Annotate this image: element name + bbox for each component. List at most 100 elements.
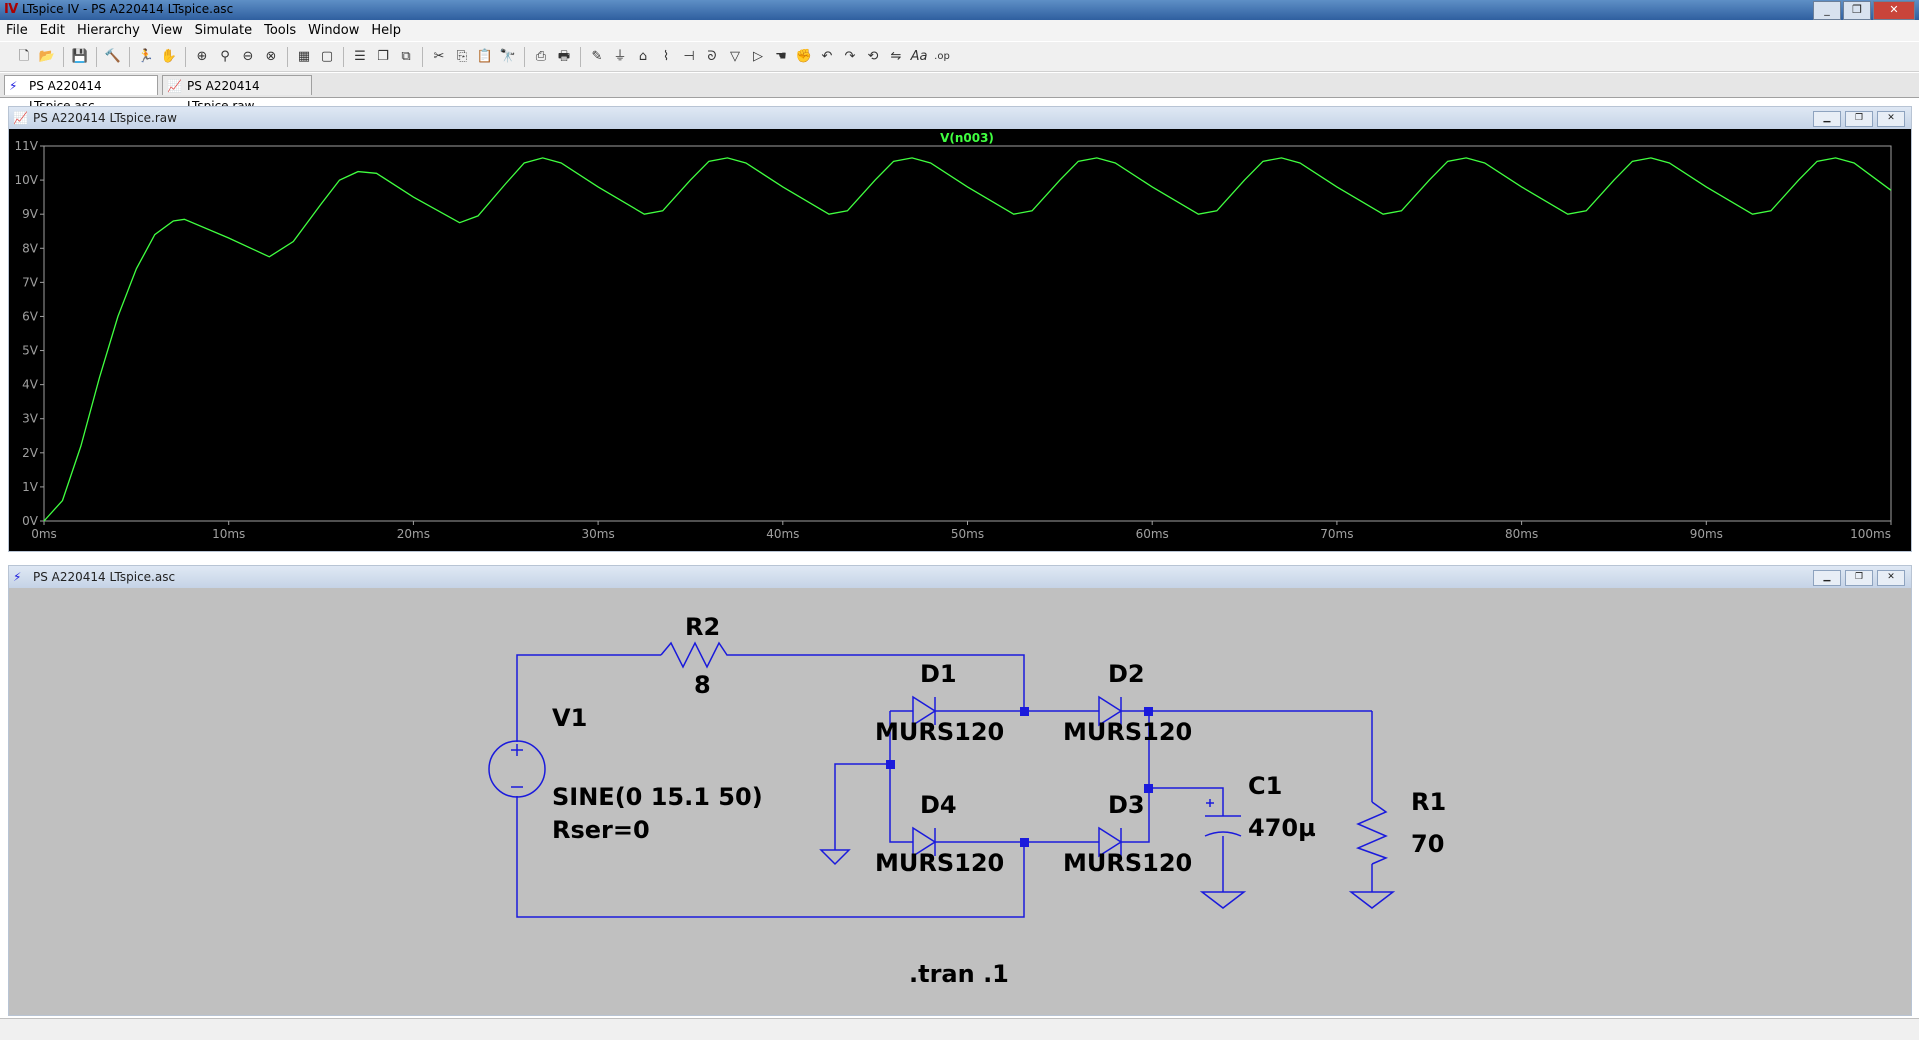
redo-icon[interactable]: ↷ — [844, 48, 856, 64]
undo-icon[interactable]: ↶ — [821, 48, 833, 64]
menu-help[interactable]: Help — [371, 23, 402, 38]
wire-c1[interactable] — [1149, 787, 1224, 816]
y-tick-label: 1V — [22, 480, 39, 494]
spice-directive[interactable]: .tran .1 — [909, 960, 1009, 988]
resistor-r1[interactable] — [1355, 801, 1389, 865]
ground-icon[interactable]: ⏚ — [613, 48, 627, 64]
c1-name[interactable]: C1 — [1248, 772, 1282, 800]
wire-left-node[interactable] — [889, 711, 913, 843]
trace-label-vn003[interactable]: V(n003) — [940, 131, 994, 145]
v1-rser[interactable]: Rser=0 — [552, 816, 650, 844]
menu-edit[interactable]: Edit — [39, 23, 65, 38]
schematic-restore-button[interactable]: ❐ — [1845, 570, 1873, 586]
menu-simulate[interactable]: Simulate — [194, 23, 253, 38]
diode-d4[interactable] — [912, 826, 937, 858]
d4-name[interactable]: D4 — [920, 791, 957, 819]
capacitor-icon[interactable]: ⊣ — [683, 48, 695, 64]
schematic-minimize-button[interactable]: ▁ — [1813, 570, 1841, 586]
diode-d2[interactable] — [1098, 695, 1123, 727]
diode-icon[interactable]: ▽ — [730, 48, 740, 64]
find-icon[interactable]: 🔭 — [499, 48, 517, 64]
x-tick-label: 10ms — [212, 527, 245, 541]
resistor-icon[interactable]: ⌇ — [662, 48, 670, 64]
d4-model[interactable]: MURS120 — [875, 849, 1004, 877]
d2-name[interactable]: D2 — [1108, 660, 1145, 688]
text-icon[interactable]: Aa — [910, 48, 928, 64]
tile-horizontal-icon[interactable]: ☰ — [354, 48, 366, 64]
run-icon[interactable]: 🏃 — [137, 48, 155, 64]
schematic-close-button[interactable]: ✕ — [1877, 570, 1905, 586]
r2-value[interactable]: 8 — [694, 671, 711, 699]
diode-d1[interactable] — [912, 695, 937, 727]
v1-value[interactable]: SINE(0 15.1 50) — [552, 783, 763, 811]
capacitor-c1[interactable] — [1204, 799, 1242, 837]
wire-source-bottom[interactable] — [516, 796, 1025, 918]
halt-icon[interactable]: ✋ — [160, 48, 178, 64]
junction-node — [886, 760, 895, 769]
d3-name[interactable]: D3 — [1108, 791, 1145, 819]
ground-symbol-bridge[interactable] — [819, 849, 851, 866]
wire-right-node[interactable] — [1121, 711, 1150, 843]
menu-tools[interactable]: Tools — [264, 23, 297, 38]
wire-r2-right[interactable] — [733, 654, 1025, 711]
r1-value[interactable]: 70 — [1411, 830, 1444, 858]
diode-d3[interactable] — [1098, 826, 1123, 858]
menu-view[interactable]: View — [151, 23, 183, 38]
maximize-button[interactable]: ❐ — [1843, 1, 1871, 20]
waveform-close-button[interactable]: ✕ — [1877, 111, 1905, 127]
wire-ground-left[interactable] — [834, 763, 890, 850]
drag-icon[interactable]: ✊ — [795, 48, 813, 64]
waveform-restore-button[interactable]: ❐ — [1845, 111, 1873, 127]
print-setup-icon[interactable]: ⎙ — [535, 48, 547, 64]
component-icon[interactable]: ▷ — [753, 48, 763, 64]
menu-hierarchy[interactable]: Hierarchy — [76, 23, 140, 38]
c1-value[interactable]: 470µ — [1248, 814, 1316, 842]
r1-name[interactable]: R1 — [1411, 788, 1446, 816]
voltage-source-v1[interactable] — [488, 740, 546, 798]
minimize-button[interactable]: _ — [1813, 1, 1841, 20]
resistor-r2[interactable] — [660, 641, 733, 669]
mirror-icon[interactable]: ⇋ — [890, 48, 902, 64]
cascade-icon[interactable]: ❐ — [377, 48, 389, 64]
ground-symbol-c1[interactable] — [1199, 891, 1247, 909]
save-icon[interactable]: 💾 — [71, 48, 89, 64]
tab-schematic[interactable]: ⚡ PS A220414 LTspice.asc — [4, 75, 158, 113]
wire-icon[interactable]: ✎ — [591, 48, 603, 64]
waveform-reset-icon[interactable]: ▢ — [320, 48, 334, 64]
waveform-minimize-button[interactable]: ▁ — [1813, 111, 1841, 127]
new-schematic-icon[interactable]: 🗋 — [18, 48, 30, 64]
print-icon[interactable]: 🖶 — [557, 48, 571, 64]
zoom-fit-icon[interactable]: ⊗ — [265, 48, 277, 64]
rotate-icon[interactable]: ⟲ — [867, 48, 879, 64]
zoom-in-icon[interactable]: ⊕ — [196, 48, 208, 64]
ground-symbol-r1[interactable] — [1348, 891, 1396, 909]
close-button[interactable]: ✕ — [1873, 1, 1915, 20]
r2-name[interactable]: R2 — [685, 613, 720, 641]
menu-window[interactable]: Window — [308, 23, 360, 38]
schematic-window: ⚡ PS A220414 LTspice.asc ▁ ❐ ✕ — [8, 565, 1912, 1016]
d2-model[interactable]: MURS120 — [1063, 718, 1192, 746]
control-panel-icon[interactable]: 🔨 — [104, 48, 122, 64]
move-icon[interactable]: ☚ — [775, 48, 787, 64]
paste-icon[interactable]: 📋 — [476, 48, 494, 64]
schematic-canvas[interactable]: R2 8 V1 SINE(0 15.1 50) Rser=0 D1 MURS12… — [9, 588, 1911, 1015]
zoom-pan-icon[interactable]: ⚲ — [220, 48, 230, 64]
close-window-icon[interactable]: ⧉ — [401, 48, 411, 64]
zoom-out-icon[interactable]: ⊖ — [242, 48, 254, 64]
d3-model[interactable]: MURS120 — [1063, 849, 1192, 877]
open-icon[interactable]: 📂 — [38, 48, 56, 64]
wire-top[interactable] — [516, 654, 661, 742]
y-tick-label: 4V — [22, 378, 39, 392]
spice-directive-icon[interactable]: .op — [934, 50, 950, 62]
cut-icon[interactable]: ✂ — [433, 48, 445, 64]
copy-icon[interactable]: ⎘ — [456, 48, 468, 64]
waveform-autorange-icon[interactable]: ▦ — [297, 48, 311, 64]
menu-file[interactable]: File — [6, 23, 28, 38]
d1-model[interactable]: MURS120 — [875, 718, 1004, 746]
d1-name[interactable]: D1 — [920, 660, 957, 688]
label-net-icon[interactable]: ⌂ — [638, 48, 648, 64]
inductor-icon[interactable]: ᘐ — [707, 48, 717, 64]
v1-name[interactable]: V1 — [552, 704, 587, 732]
tab-waveform[interactable]: 📈 PS A220414 LTspice.raw — [162, 75, 312, 113]
